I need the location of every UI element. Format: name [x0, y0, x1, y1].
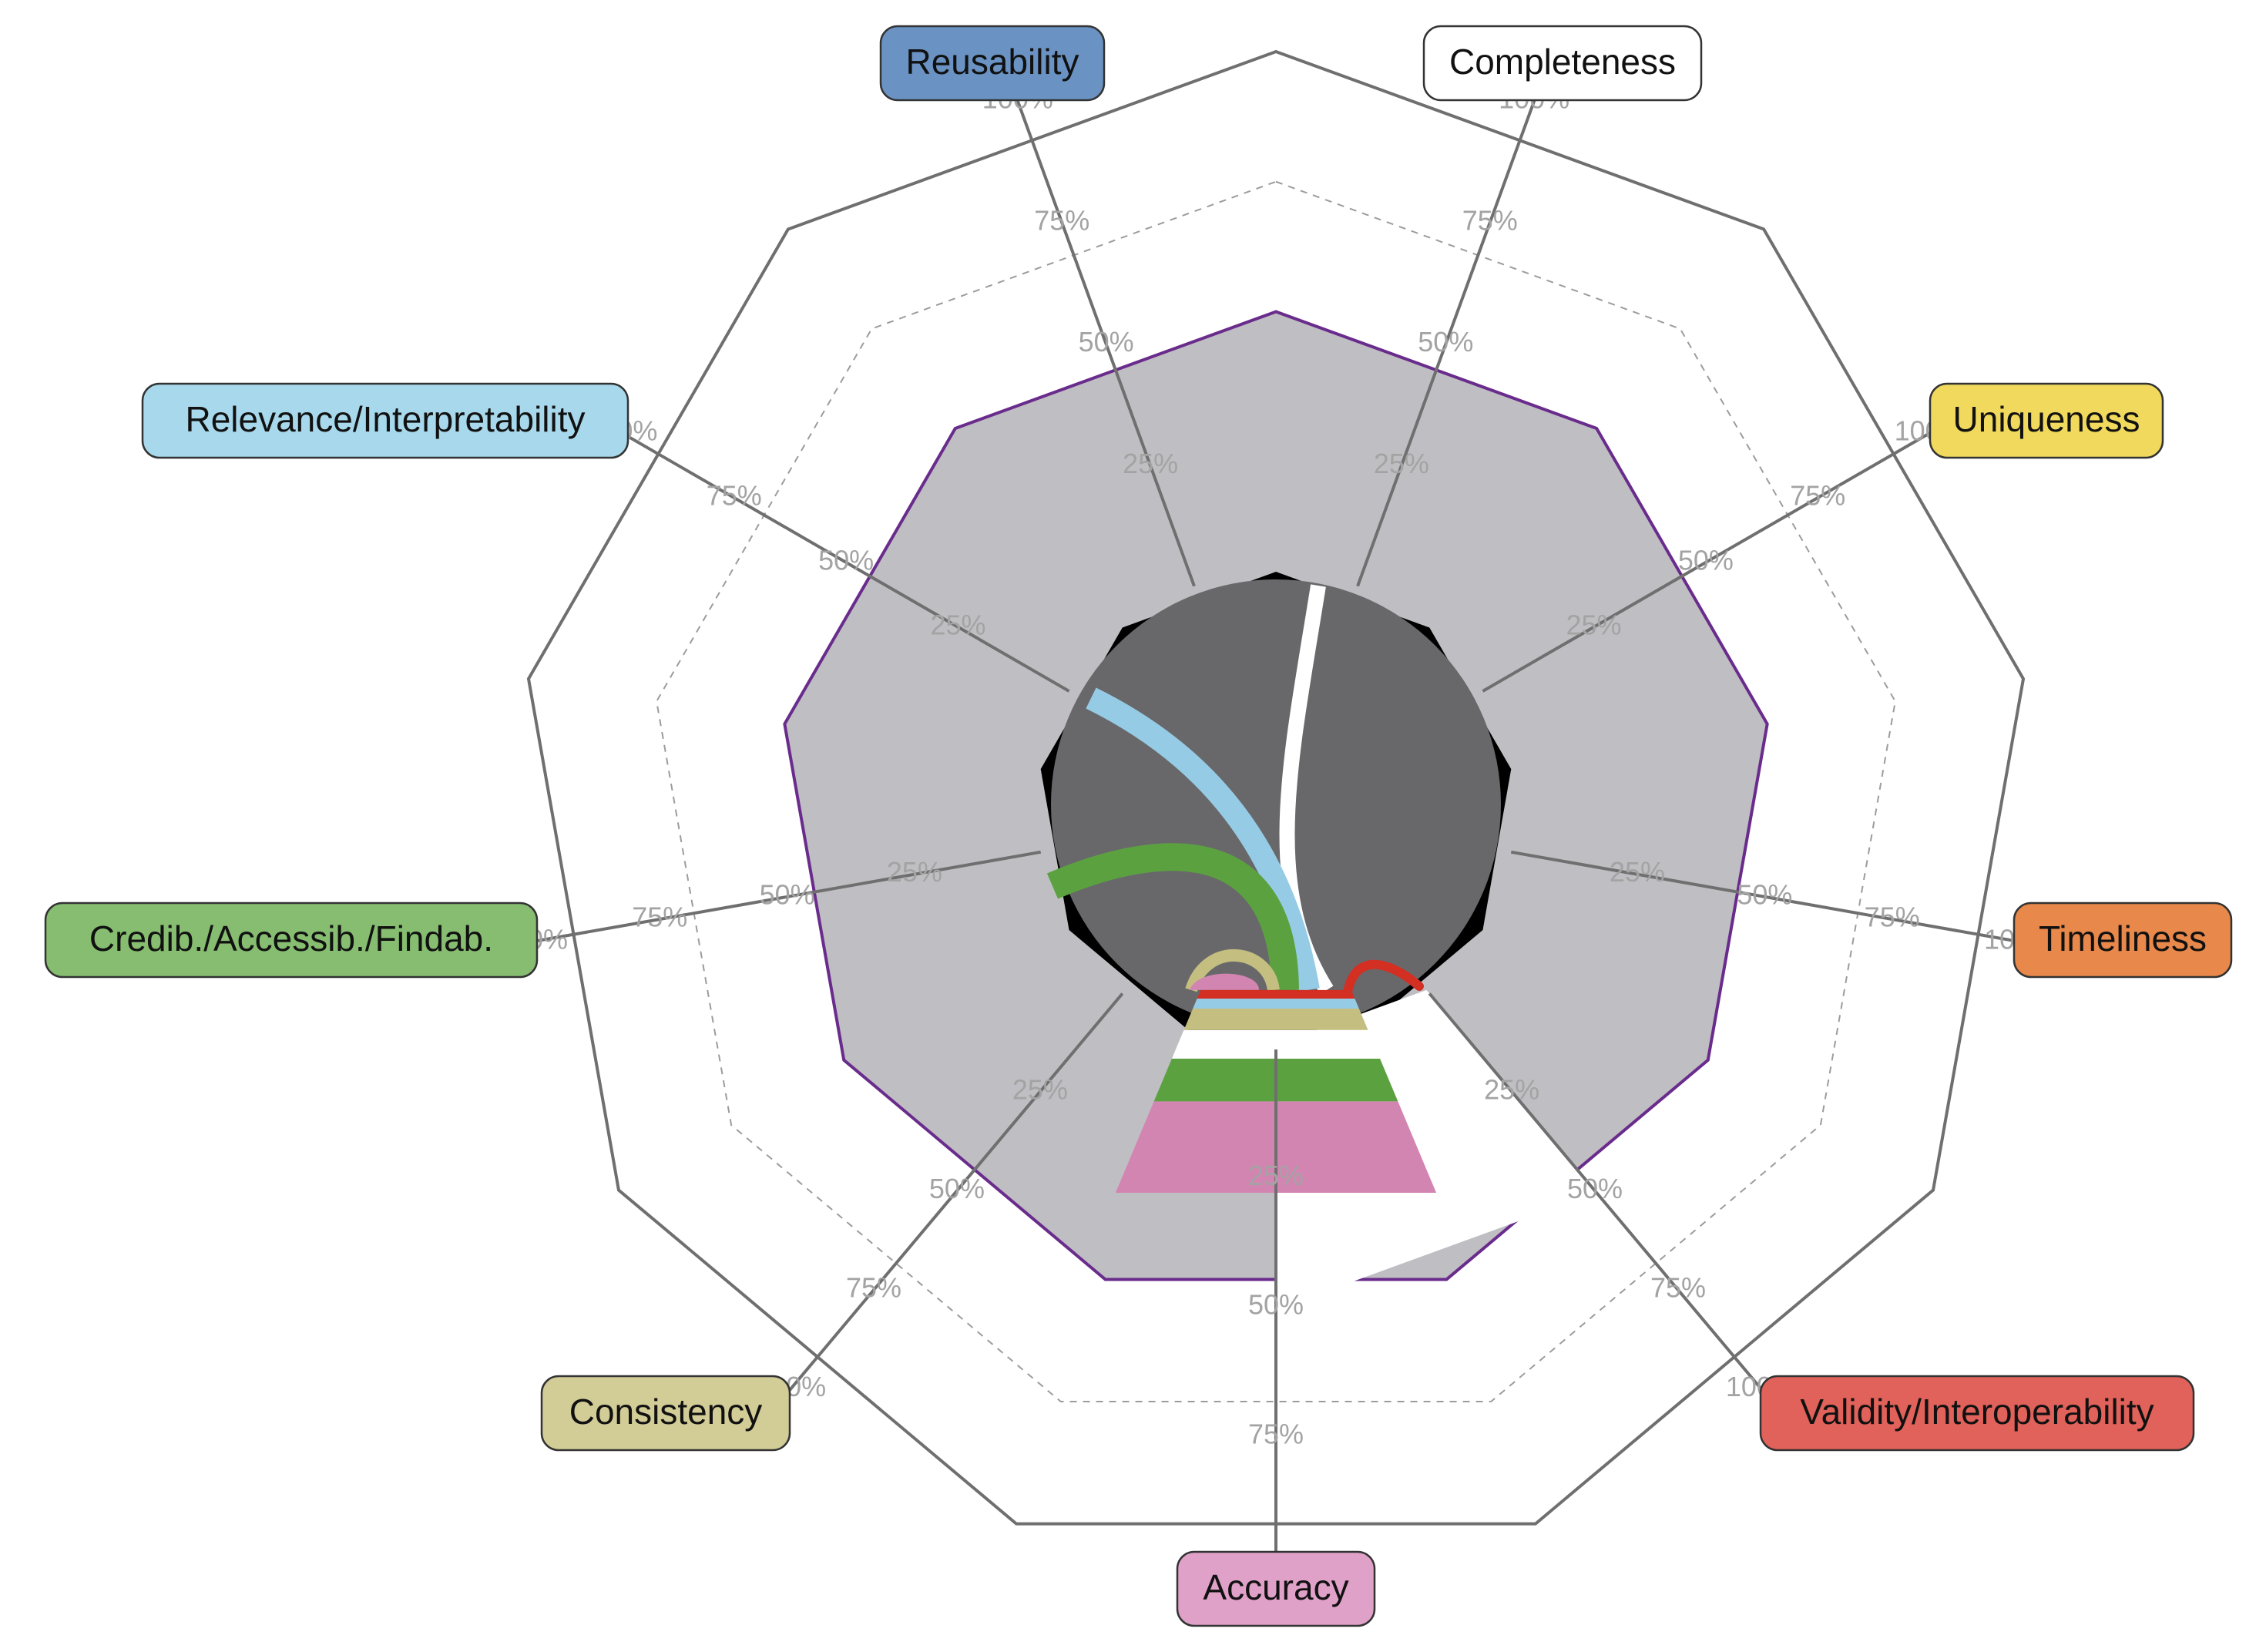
dimension-label-box [2013, 902, 2233, 979]
tick-label: 25% [1123, 448, 1178, 479]
dimension-label-completeness: Completeness [1422, 25, 1703, 102]
spoke [576, 405, 1070, 693]
flow-layer [1040, 572, 1512, 1036]
dimension-label-box [44, 902, 539, 979]
dimension-label-text: Relevance/Interpretability [185, 399, 585, 439]
tick-label: 75% [1034, 204, 1089, 236]
flow-relevance [1086, 687, 1320, 992]
dimension-label-text: Reusability [906, 42, 1079, 82]
tick-label: 25% [887, 856, 942, 888]
dimension-label-consistency: Consistency [540, 1375, 791, 1452]
dimension-label-box [540, 1375, 791, 1452]
inner-circle [1051, 579, 1501, 1029]
dimension-label-uniqueness: Uniqueness [1929, 382, 2164, 459]
tick-label: 50% [1567, 1173, 1623, 1204]
dimension-label-text: Timeliness [2039, 918, 2207, 959]
dimension-label-box [141, 382, 629, 459]
dimension-label-timeliness: Timeliness [2013, 902, 2233, 979]
tick-label: 75% [1865, 902, 1920, 933]
tick-label: 25% [1610, 856, 1665, 888]
spoke-layer [480, 51, 2072, 1619]
tick-label: 75% [1650, 1272, 1706, 1304]
tick-label: 75% [707, 479, 762, 511]
tick-label: 50% [1418, 326, 1473, 358]
dimension-label-text: Completeness [1449, 42, 1676, 82]
tick-label: 50% [1079, 326, 1134, 358]
dimension-label-credib-accessib-findab-: Credib./Accessib./Findab. [44, 902, 539, 979]
label-layer: CompletenessUniquenessTimelinessValidity… [44, 25, 2233, 1627]
accuracy-band [1171, 1029, 1381, 1059]
spoke [1428, 992, 1797, 1431]
tick-label: 75% [1462, 204, 1518, 236]
dimension-label-text: Consistency [569, 1392, 763, 1432]
spoke [755, 992, 1124, 1431]
flow-consistency [1185, 949, 1280, 992]
dimension-label-box [1176, 1550, 1376, 1627]
dimension-label-text: Credib./Accessib./Findab. [89, 918, 493, 959]
tick-label: 25% [1484, 1073, 1539, 1105]
tick-label: 25% [930, 609, 985, 640]
spoke [480, 850, 1042, 952]
accuracy-band [1193, 998, 1359, 1009]
accuracy-band [1197, 989, 1355, 999]
dimension-label-reusability: Reusability [879, 25, 1106, 102]
tick-label: 50% [1248, 1289, 1304, 1321]
tick-label: 50% [818, 544, 874, 576]
dimension-label-accuracy: Accuracy [1176, 1550, 1376, 1627]
dimension-label-text: Validity/Interoperability [1800, 1392, 2154, 1432]
tick-label: 75% [846, 1272, 901, 1304]
tick-label: 25% [1566, 609, 1621, 640]
band-layer [1115, 989, 1597, 1310]
dimension-label-relevance-interpretability: Relevance/Interpretability [141, 382, 629, 459]
dimension-label-text: Uniqueness [1953, 399, 2140, 439]
spoke [998, 51, 1196, 587]
tick-label: 25% [1012, 1073, 1068, 1105]
spoke [1510, 850, 2072, 952]
spoke [1356, 51, 1554, 587]
flow-credibility [1046, 843, 1299, 991]
tick-label: 25% [1374, 448, 1429, 479]
tick-label: 50% [1678, 544, 1734, 576]
dimension-label-box [1422, 25, 1703, 102]
accuracy-band [1183, 1008, 1368, 1030]
dimension-label-validity-interoperability: Validity/Interoperability [1759, 1375, 2195, 1452]
tick-label: 50% [1737, 878, 1792, 910]
dimension-label-box [1929, 382, 2164, 459]
flow-accuracy [1190, 973, 1259, 990]
dimension-label-text: Accuracy [1203, 1567, 1348, 1607]
dimension-label-box [879, 25, 1106, 102]
spoke [1482, 405, 1976, 693]
tick-label: 50% [929, 1173, 985, 1204]
tick-label: 75% [1248, 1419, 1304, 1450]
tick-label: 75% [1790, 479, 1845, 511]
tick-label: 75% [632, 902, 687, 933]
tick-label: 25% [1248, 1160, 1304, 1191]
dimension-label-box [1759, 1375, 2195, 1452]
tick-label: 50% [760, 878, 815, 910]
